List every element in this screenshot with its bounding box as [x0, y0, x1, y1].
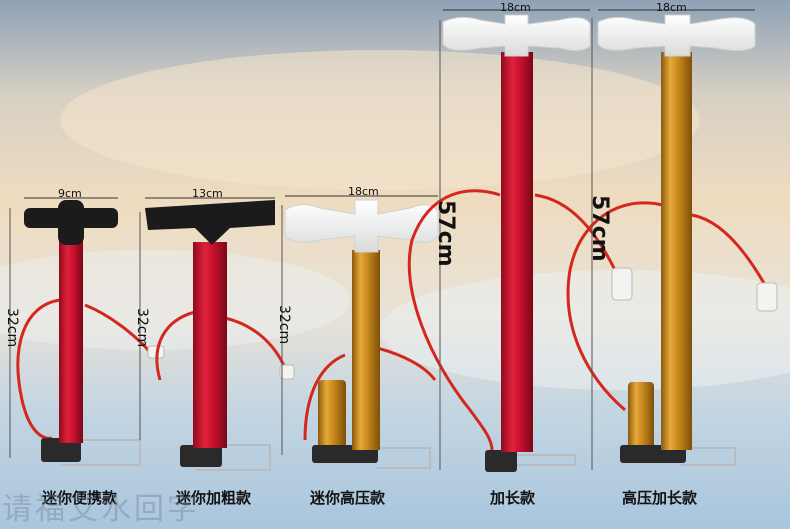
pump-2-name: 迷你加粗款	[176, 489, 252, 507]
pump-4-name: 加长款	[490, 489, 536, 507]
pump-2-width-label: 13cm	[192, 187, 223, 200]
pump-5-width-label: 18cm	[656, 1, 687, 14]
pump-4-height-label: 57cm	[433, 200, 458, 267]
pump-1-height-label: 32cm	[4, 308, 20, 348]
pump-5-name: 高压加长款	[622, 489, 698, 507]
pump-1-name: 迷你便携款	[42, 489, 118, 507]
pump-2-height-label: 32cm	[134, 308, 150, 348]
watermark: 请福艾水回字	[2, 492, 200, 527]
pump-extended	[407, 9, 633, 472]
pump-high-pressure-extended	[566, 9, 778, 470]
pump-3-height-label: 32cm	[276, 305, 292, 345]
pump-mini-high-pressure	[281, 195, 439, 469]
pump-3-width-label: 18cm	[348, 185, 379, 198]
pump-mini-portable	[9, 197, 165, 466]
pump-5-height-label: 57cm	[587, 195, 612, 262]
pump-3-name: 迷你高压款	[310, 489, 386, 507]
pump-mini-thick	[139, 197, 295, 471]
pump-1-width-label: 9cm	[58, 187, 82, 200]
pump-4-width-label: 18cm	[500, 1, 531, 14]
